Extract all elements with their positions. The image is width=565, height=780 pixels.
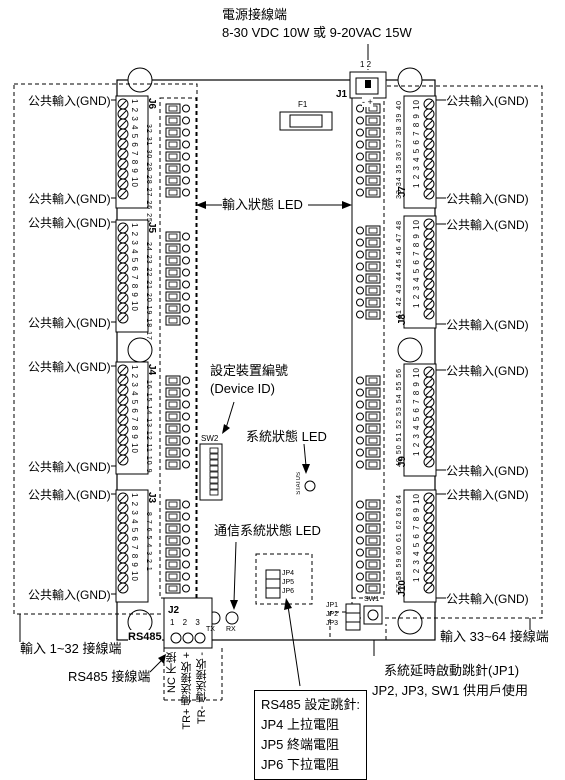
rs485-note-jp4: JP4 上拉電阻 (261, 717, 340, 732)
gnd-label: 公共輸入(GND) (28, 488, 111, 502)
j1-pin-labels: 1 2 (360, 60, 372, 69)
input-led-label: 輸入狀態 LED (222, 197, 303, 212)
pin-numbers-j5: 24 23 22 21 20 19 18 17 (145, 242, 152, 341)
rs485-col-trplus: TR+ 傳送接收 + (181, 652, 193, 730)
input-33-64-label: 輸入 33~64 接線端 (440, 629, 549, 644)
terminal-numbers: 1 2 3 4 5 6 7 8 9 10 (130, 493, 139, 582)
rs485-jumper-note: RS485 設定跳針: JP4 上拉電阻 JP5 終端電阻 JP6 下拉電阻 (254, 690, 367, 780)
device-id-line1: 設定裝置編號 (210, 363, 289, 378)
gnd-label: 公共輸入(GND) (28, 316, 111, 330)
power-title: 電源接線端 (222, 7, 288, 22)
pin-numbers-j3: 8 7 6 5 4 3 2 1 (145, 512, 152, 572)
terminal-numbers: 1 2 3 4 5 6 7 8 9 10 (412, 493, 421, 582)
tx-label: TX (206, 626, 215, 633)
rs485-note-title: RS485 設定跳針: (261, 697, 360, 712)
rs485-note-jp6: JP6 下拉電阻 (261, 757, 340, 772)
device-id-line2: (Device ID) (210, 381, 276, 396)
gnd-label: 公共輸入(GND) (446, 364, 529, 378)
terminal-numbers: 1 2 3 4 5 6 7 8 9 10 (130, 223, 139, 312)
pin-numbers-j10: 57 58 59 60 61 62 63 64 (396, 494, 403, 593)
sw2-label: SW2 (201, 434, 219, 443)
rs485-terminal-label: RS485 接線端 (68, 669, 151, 684)
power-spec: 8-30 VDC 10W 或 9-20VAC 15W (222, 25, 412, 40)
comm-led-label: 通信系統狀態 LED (214, 523, 321, 538)
pin-numbers-j4: 16 15 14 13 12 11 10 9 (145, 380, 152, 474)
jp4-label: JP4 (282, 570, 295, 577)
gnd-label: 公共輸入(GND) (446, 488, 529, 502)
terminal-numbers: 1 2 3 4 5 6 7 8 9 10 (412, 99, 421, 188)
connector-name-j6: J6 (146, 98, 157, 110)
jp3-label: JP3 (326, 620, 339, 627)
terminal-numbers: 1 2 3 4 5 6 7 8 9 10 (412, 219, 421, 308)
jp6-label: JP6 (282, 588, 295, 595)
gnd-label: 公共輸入(GND) (446, 218, 529, 232)
jp5-label: JP5 (282, 579, 295, 586)
terminal-numbers: 1 2 3 4 5 6 7 8 9 10 (412, 367, 421, 456)
j1-polarity: - + (362, 97, 373, 107)
terminal-numbers: 1 2 3 4 5 6 7 8 9 10 (130, 99, 139, 188)
jp1-label: JP1 (326, 602, 339, 609)
gnd-label: 公共輸入(GND) (28, 94, 111, 108)
gnd-label: 公共輸入(GND) (446, 94, 529, 108)
rs485-col-trminus: TR- 傳送接收 - (196, 652, 208, 725)
connector-name-j4: J4 (146, 364, 157, 376)
delay-note-line2: JP2, JP3, SW1 供用戶使用 (372, 683, 529, 698)
pin-numbers-j6: 32 31 30 29 28 27 26 25 (145, 124, 152, 223)
gnd-label: 公共輸入(GND) (28, 588, 111, 602)
connector-name-j3: J3 (146, 492, 157, 504)
gnd-label: 公共輸入(GND) (446, 318, 529, 332)
status-tag: STATUS (296, 472, 302, 495)
connector-name-j5: J5 (146, 222, 157, 234)
gnd-label: 公共輸入(GND) (28, 460, 111, 474)
gnd-label: 公共輸入(GND) (446, 592, 529, 606)
pin-numbers-j7: 33 34 35 36 37 38 39 40 (396, 100, 403, 199)
jp2-label: JP2 (326, 611, 339, 618)
gnd-label: 公共輸入(GND) (28, 216, 111, 230)
j2-label: J2 (168, 605, 180, 616)
rs485-label: RS485 (128, 630, 162, 644)
input-1-32-label: 輸入 1~32 接線端 (20, 641, 122, 656)
delay-note-line1: 系統延時啟動跳針(JP1) (384, 663, 520, 678)
gnd-label: 公共輸入(GND) (28, 360, 111, 374)
pin-numbers-j9: 49 50 51 52 53 54 55 56 (396, 368, 403, 467)
terminal-numbers: 1 2 3 4 5 6 7 8 9 10 (130, 365, 139, 454)
rx-label: RX (226, 626, 236, 633)
gnd-label: 公共輸入(GND) (28, 192, 111, 206)
rs485-note-jp5: JP5 終端電阻 (261, 737, 340, 752)
fuse-label: F1 (298, 100, 308, 109)
gnd-label: 公共輸入(GND) (446, 464, 529, 478)
pin-numbers-j8: 41 42 43 44 45 46 47 48 (396, 220, 403, 319)
system-led-label: 系統狀態 LED (246, 429, 327, 444)
rs485-col-nc: NC 不接 (166, 652, 178, 693)
gnd-label: 公共輸入(GND) (446, 192, 529, 206)
sw1-label: SW1 (364, 596, 380, 603)
j2-pin-numbers: 1 2 3 (170, 618, 203, 627)
j1-label: J1 (336, 88, 348, 102)
